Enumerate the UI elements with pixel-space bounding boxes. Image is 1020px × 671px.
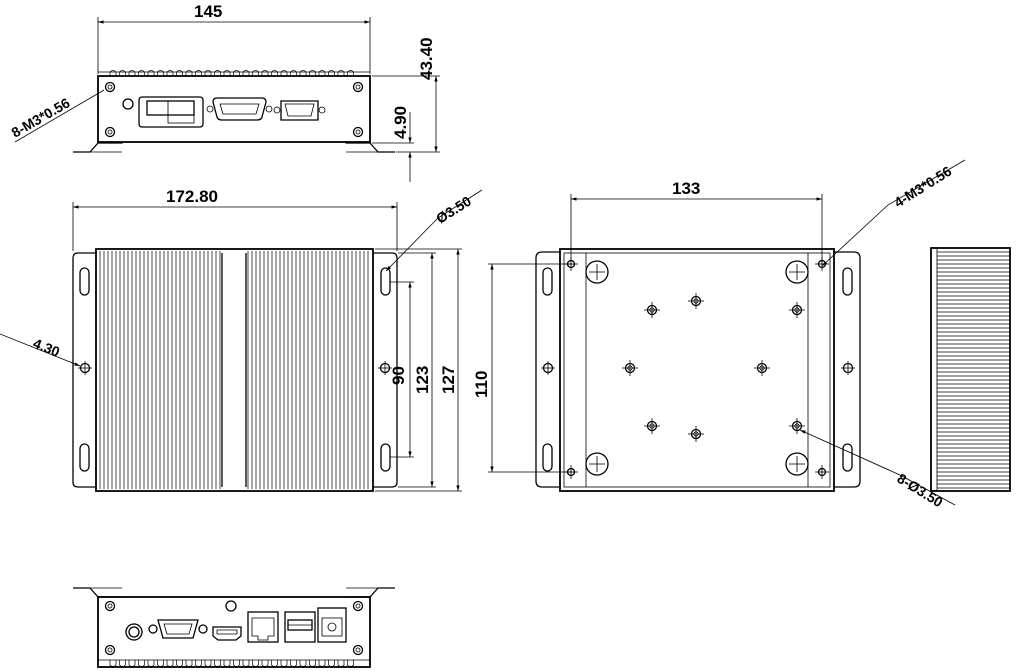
usb-port-icon bbox=[284, 611, 316, 643]
bottom-view: 133 4-M3*0.56 110 8-Ø3.50 bbox=[472, 159, 966, 510]
label-bottom-screws: 4-M3*0.56 bbox=[891, 163, 954, 211]
dim-slot-pitch-123: 123 bbox=[413, 366, 432, 394]
label-slot-diameter: Ø3.50 bbox=[433, 193, 474, 227]
dim-slot-pitch-90: 90 bbox=[389, 366, 408, 385]
side-view-fins bbox=[937, 251, 1010, 489]
front-screw-holes bbox=[104, 81, 364, 138]
label-front-screws: 8-M3*0.56 bbox=[9, 94, 73, 140]
dim-front-width: 145 bbox=[194, 2, 222, 21]
top-view: 172.80 Ø3.50 4.30 90 123 127 bbox=[0, 187, 483, 492]
dim-overall-depth: 127 bbox=[439, 366, 458, 394]
dim-bottom-depth: 110 bbox=[472, 371, 491, 398]
label-slot-width: 4.30 bbox=[31, 335, 62, 360]
dim-top-overall-width: 172.80 bbox=[166, 187, 218, 206]
side-view bbox=[930, 247, 1011, 492]
front-view: 145 43.40 4.90 8-M3*0.56 bbox=[9, 2, 440, 182]
bottom-holes bbox=[564, 257, 829, 479]
hdmi-port-icon bbox=[212, 626, 242, 641]
rear-view-bottom-fins bbox=[98, 659, 370, 667]
audio-port-icon bbox=[317, 607, 347, 643]
vga-port-icon bbox=[206, 97, 273, 121]
front-view-top-fins bbox=[98, 70, 370, 76]
lan-port-icon bbox=[247, 611, 279, 643]
round-port-icon bbox=[122, 98, 134, 110]
mounting-slots bbox=[78, 267, 392, 472]
top-view-fins bbox=[99, 251, 369, 489]
rear-view bbox=[73, 587, 395, 668]
bottom-flange-slots bbox=[541, 267, 855, 472]
rear-serial-port-icon bbox=[148, 619, 208, 639]
dim-bracket-offset: 4.90 bbox=[391, 106, 410, 139]
serial-port-icon bbox=[273, 100, 326, 121]
dvi-port-icon bbox=[138, 96, 204, 128]
power-jack-icon bbox=[125, 623, 143, 641]
rear-screw-holes bbox=[104, 600, 364, 656]
dim-bottom-width: 133 bbox=[672, 179, 700, 198]
dim-front-height: 43.40 bbox=[417, 37, 436, 80]
led-icon bbox=[225, 600, 237, 612]
